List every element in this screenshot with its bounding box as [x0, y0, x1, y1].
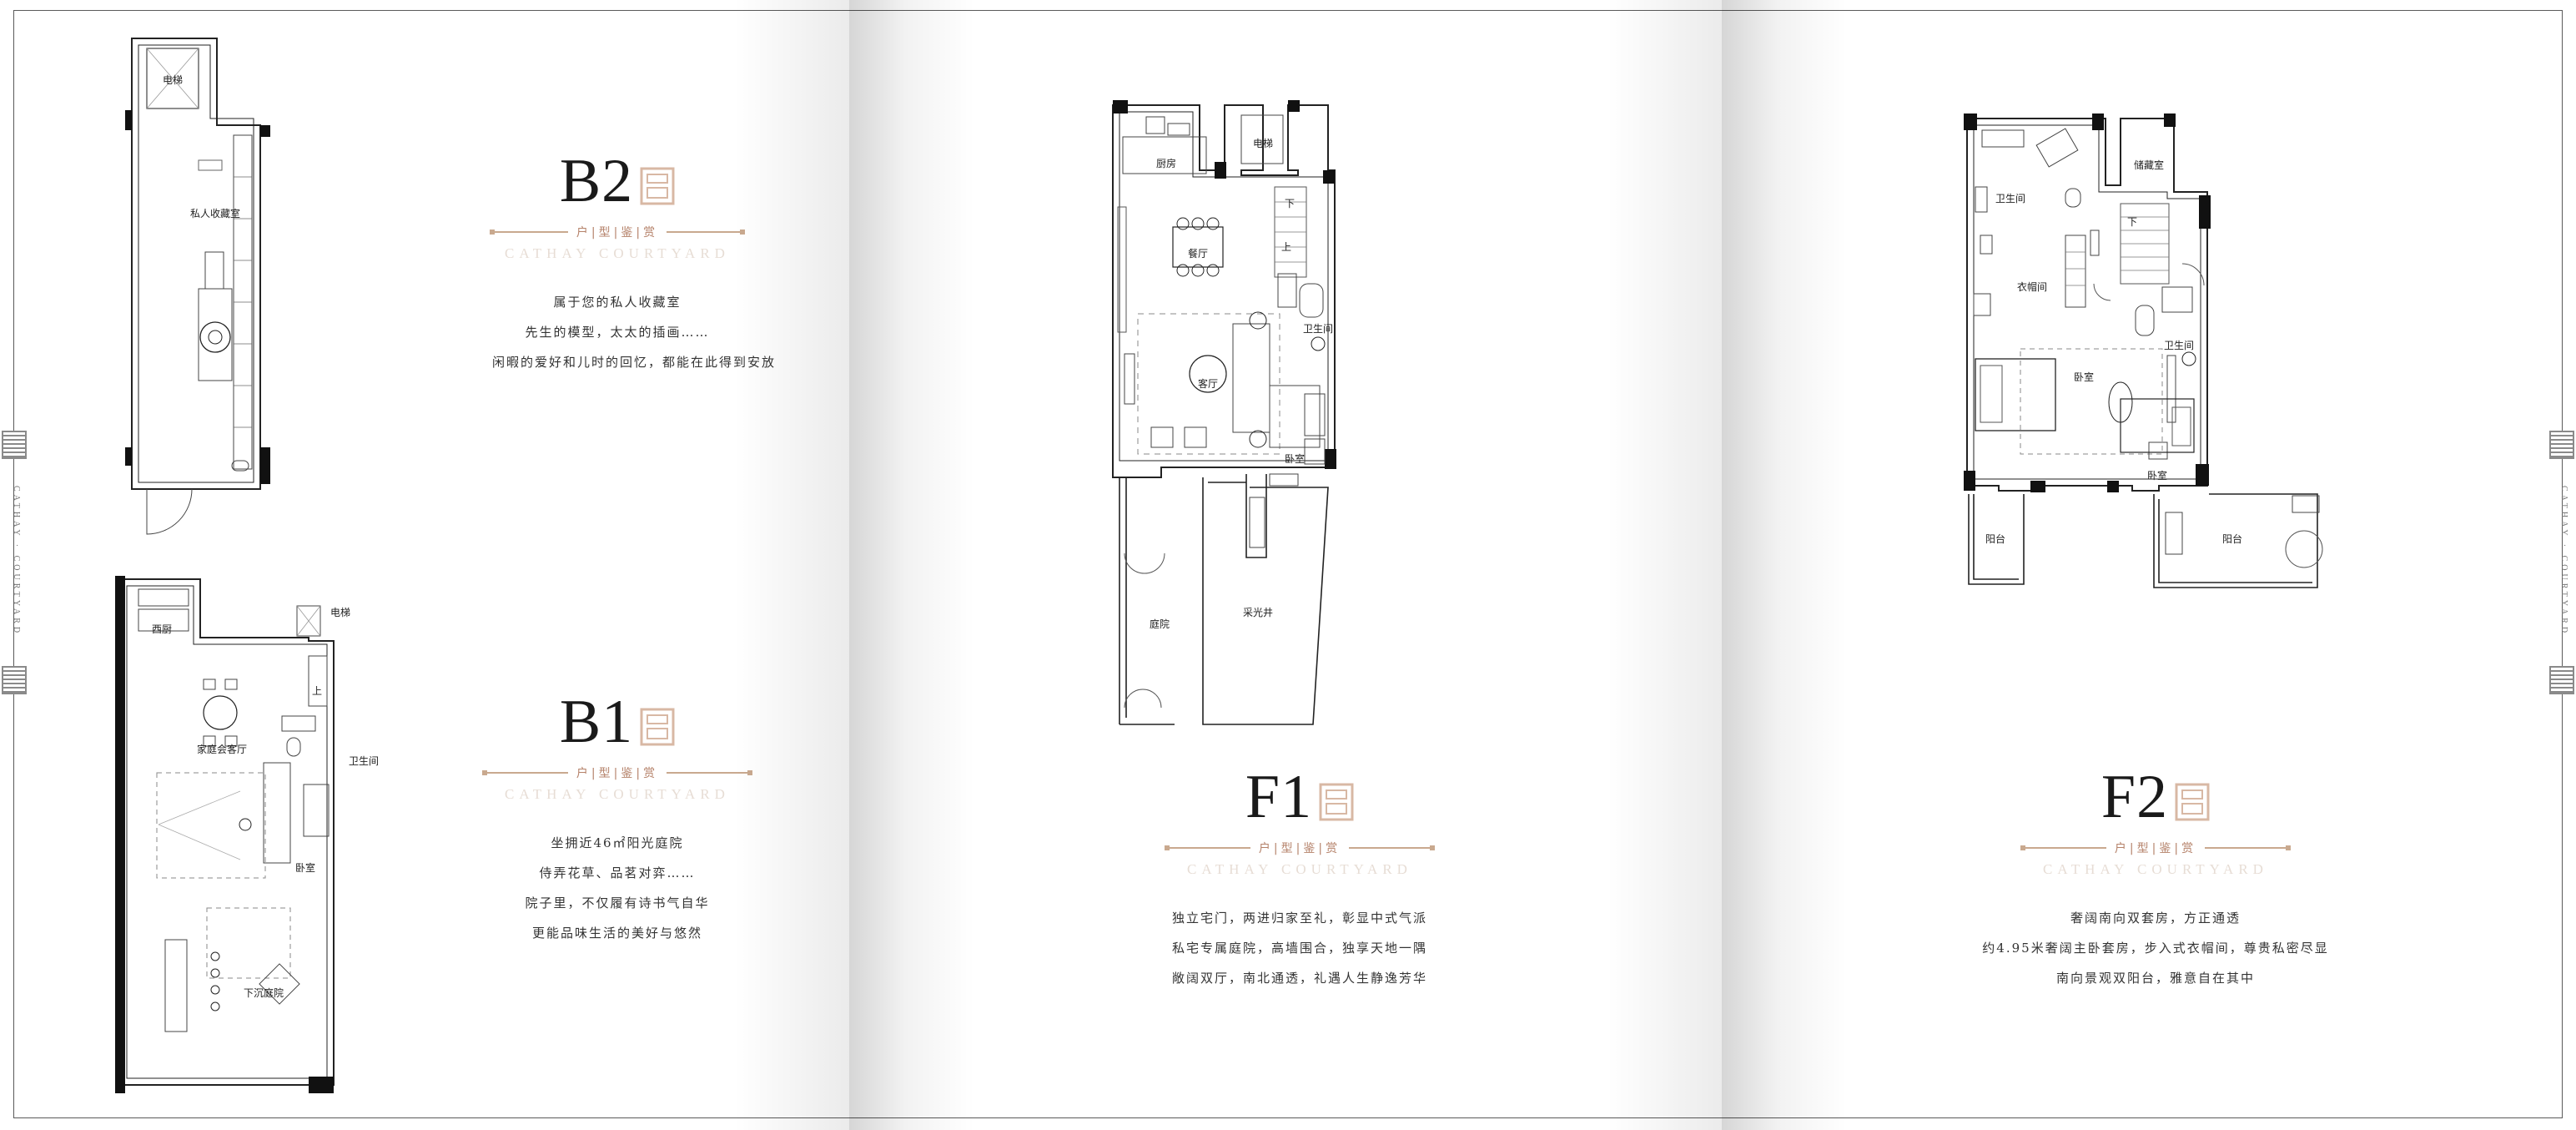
tagline-b2: CATHAY COURTYARD [505, 245, 730, 261]
floor-plan-b2: 电梯 私人收藏室 [125, 33, 325, 542]
room-label-bathroom-1: 卫生间 [1995, 193, 2025, 204]
stair-up-label: 上 [1281, 241, 1291, 253]
subhead-b1: 户|型|鉴|赏 [480, 764, 755, 781]
subhead-text: 户|型|鉴|赏 [1258, 842, 1341, 855]
stair-down-label: 下 [1285, 198, 1295, 209]
side-tab-right: CATHAY · COURTYARD [2548, 431, 2576, 694]
room-label-courtyard: 庭院 [1150, 618, 1170, 630]
room-label-elevator: 电梯 [1253, 138, 1273, 149]
pattern-icon [2549, 431, 2574, 459]
room-label-bedroom: 卧室 [295, 861, 315, 874]
desc-line: 侍弄花草、品茗对弈…… [539, 865, 696, 880]
side-tab-left: CATHAY · COURTYARD [0, 431, 28, 694]
desc-f1: 独立宅门，两进归家至礼，彰显中式气派 私宅专属庭院，高墙围合，独享天地一隅 敞阔… [1116, 903, 1483, 993]
desc-b1: 坐拥近46㎡阳光庭院 侍弄花草、品茗对弈…… 院子里，不仅履有诗书气自华 更能品… [480, 828, 755, 948]
desc-line: 闲暇的爱好和儿时的回忆，都能在此得到安放 [492, 355, 777, 370]
pattern-icon [2549, 666, 2574, 694]
room-label-living: 客厅 [1198, 377, 1218, 390]
b1-info: B1 户|型|鉴|赏 CATHAY COURTYARD 坐拥近46㎡阳光庭院 侍… [480, 691, 755, 948]
room-label-balcony-1: 阳台 [1985, 532, 2005, 545]
desc-line: 属于您的私人收藏室 [553, 295, 682, 310]
floor-title-f1: F1 [1245, 763, 1313, 831]
floor-plan-b1: 西厨 电梯 家庭会客厅 卫生间 卧室 上 下沉庭院 [115, 576, 440, 1093]
side-text: CATHAY · COURTYARD [2559, 485, 2568, 637]
desc-line: 敞阔双厅，南北通透，礼遇人生静逸芳华 [1171, 971, 1427, 986]
desc-b2: 属于您的私人收藏室 先生的模型，太太的插画…… 闲暇的爱好和儿时的回忆，都能在此… [492, 287, 777, 377]
pattern-icon [2, 431, 27, 459]
page-border [13, 10, 2563, 1118]
room-label-balcony-2: 阳台 [2222, 532, 2242, 545]
desc-line: 更能品味生活的美好与悠然 [531, 926, 702, 941]
room-label-kitchen: 厨房 [1156, 157, 1176, 169]
room-label-storage: 储藏室 [2134, 159, 2164, 171]
room-label-bathroom: 卫生间 [349, 755, 379, 767]
room-label-bathroom-2: 卫生间 [2164, 340, 2194, 351]
floor-title-f2: F2 [2101, 763, 2169, 831]
room-label-dining: 餐厅 [1188, 247, 1208, 260]
room-label-elevator: 电梯 [330, 607, 350, 618]
seal-icon [640, 167, 675, 205]
subhead-text: 户|型|鉴|赏 [576, 226, 659, 240]
seal-icon [2175, 783, 2210, 821]
tagline-f1: CATHAY COURTYARD [1187, 861, 1412, 877]
panel-basement: 电梯 私人收藏室 B2 户|型|鉴|赏 CATHAY COURTYARD 属于您… [0, 0, 849, 1130]
room-label-collection: 私人收藏室 [190, 207, 240, 219]
room-label-lightwell: 采光井 [1243, 607, 1273, 618]
tagline-b1: CATHAY COURTYARD [505, 786, 730, 802]
room-label-bedroom: 卧室 [1285, 452, 1305, 465]
room-label-family-hall: 家庭会客厅 [197, 743, 247, 755]
panel-f2: 卫生间 储藏室 下 衣帽间 卫生间 卧室 卧室 阳台 阳台 F2 户|型|鉴|赏… [1722, 0, 2576, 1130]
floor-title-b1: B1 [559, 688, 634, 756]
desc-line: 独立宅门，两进归家至礼，彰显中式气派 [1171, 911, 1427, 926]
subhead-text: 户|型|鉴|赏 [2114, 842, 2197, 855]
room-label-bedroom: 卧室 [2147, 469, 2167, 482]
room-label-western-kitchen: 西厨 [152, 623, 172, 635]
desc-f2: 奢阔南向双套房，方正通透 约4.95米奢阔主卧套房，步入式衣帽间，尊贵私密尽显 … [1964, 903, 2347, 993]
floor-title-b2: B2 [559, 147, 634, 215]
room-label-wardrobe: 衣帽间 [2017, 280, 2047, 293]
tagline-f2: CATHAY COURTYARD [2043, 861, 2268, 877]
seal-icon [640, 708, 675, 746]
f2-info: F2 户|型|鉴|赏 CATHAY COURTYARD 奢阔南向双套房，方正通透… [1964, 766, 2347, 993]
f1-info: F1 户|型|鉴|赏 CATHAY COURTYARD 独立宅门，两进归家至礼，… [1116, 766, 1483, 993]
seal-icon [1319, 783, 1354, 821]
stair-down-label: 下 [2127, 216, 2137, 228]
desc-line: 院子里，不仅履有诗书气自华 [525, 895, 710, 911]
desc-line: 约4.95米奢阔主卧套房，步入式衣帽间，尊贵私密尽显 [1982, 941, 2329, 956]
pattern-icon [2, 666, 27, 694]
room-label-master-bedroom: 卧室 [2074, 371, 2094, 383]
subhead-f2: 户|型|鉴|赏 [1964, 840, 2347, 856]
room-label-elevator: 电梯 [163, 74, 183, 86]
panel-f1: 厨房 电梯 餐厅 下 上 卫生间 客厅 卧室 庭院 采光井 F1 户|型|鉴|赏… [849, 0, 1722, 1130]
side-text: CATHAY · COURTYARD [12, 485, 21, 637]
floor-plan-f2: 卫生间 储藏室 下 衣帽间 卫生间 卧室 卧室 阳台 阳台 [1957, 105, 2341, 598]
desc-line: 私宅专属庭院，高墙围合，独享天地一隅 [1171, 941, 1427, 956]
desc-line: 奢阔南向双套房，方正通透 [2070, 911, 2241, 926]
desc-line: 先生的模型，太太的插画…… [525, 325, 710, 340]
subhead-f1: 户|型|鉴|赏 [1116, 840, 1483, 856]
stair-up-label: 上 [312, 685, 322, 697]
desc-line: 坐拥近46㎡阳光庭院 [551, 835, 684, 850]
subhead-b2: 户|型|鉴|赏 [490, 224, 745, 240]
room-label-sunken-court: 下沉庭院 [244, 986, 284, 999]
room-label-bathroom: 卫生间 [1303, 323, 1333, 335]
subhead-text: 户|型|鉴|赏 [576, 767, 659, 780]
desc-line: 南向景观双阳台，雅意自在其中 [2055, 971, 2255, 986]
floor-plan-f1: 厨房 电梯 餐厅 下 上 卫生间 客厅 卧室 庭院 采光井 [1099, 90, 1500, 741]
b2-info: B2 户|型|鉴|赏 CATHAY COURTYARD 属于您的私人收藏室 先生… [490, 147, 777, 377]
